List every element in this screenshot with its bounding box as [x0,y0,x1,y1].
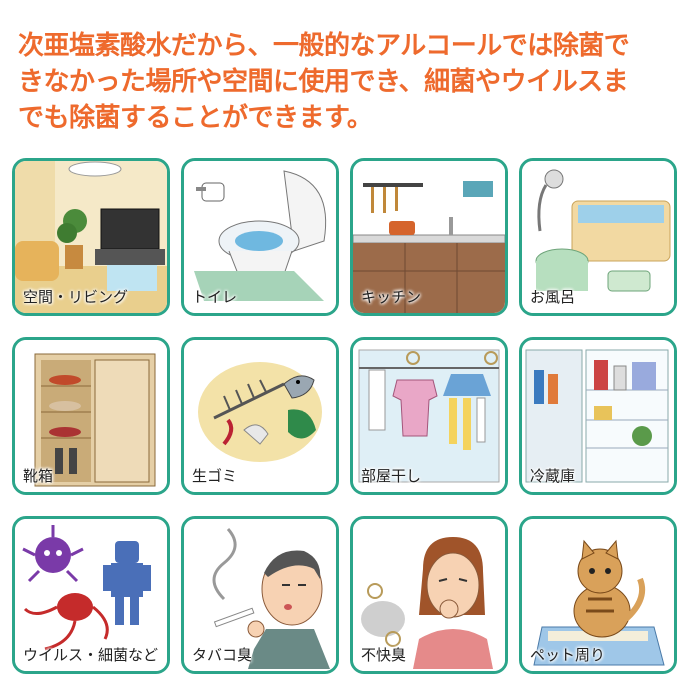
living-room-icon [15,161,167,313]
indoor-laundry-icon [353,340,505,492]
tile-shoe-cabinet: 靴箱 [12,337,170,495]
headline: 次亜塩素酸水だから、一般的なアルコールでは除菌で きなかった場所や空間に使用でき… [18,28,686,136]
tile-cigarette-smell: タバコ臭 [181,516,339,674]
cigarette-smell-icon [184,519,336,671]
headline-line-3: でも除菌することができます。 [18,103,373,133]
tile-indoor-laundry: 部屋干し [350,337,508,495]
tile-label: 生ゴミ [192,467,238,485]
toilet-icon [184,161,336,313]
tile-bad-odor: 不快臭 [350,516,508,674]
tile-food-waste: 生ゴミ [181,337,339,495]
tile-label: お風呂 [530,288,576,306]
tile-label: トイレ [192,288,238,306]
tile-label: ウイルス・細菌など [23,646,159,664]
headline-line-1: 次亜塩素酸水だから、一般的なアルコールでは除菌で [18,31,630,61]
food-waste-icon [184,340,336,492]
tile-label: 冷蔵庫 [530,467,576,485]
tile-label: 空間・リビング [23,288,129,306]
tile-label: 部屋干し [361,467,422,485]
kitchen-icon [353,161,505,313]
tile-pet-area: ペット周り [519,516,677,674]
germs-icon [15,519,167,671]
tile-label: 不快臭 [361,646,407,664]
bath-icon [522,161,674,313]
shoe-cabinet-icon [15,340,167,492]
tile-label: タバコ臭 [192,646,253,664]
refrigerator-icon [522,340,674,492]
tile-living-room: 空間・リビング [12,158,170,316]
tile-toilet: トイレ [181,158,339,316]
tile-label: 靴箱 [23,467,54,485]
usage-grid: 空間・リビング トイレ [12,158,677,674]
tile-bath: お風呂 [519,158,677,316]
pet-area-icon [522,519,674,671]
tile-kitchen: キッチン [350,158,508,316]
bad-odor-icon [353,519,505,671]
tile-label: キッチン [361,288,422,306]
headline-line-2: きなかった場所や空間に使用でき、細菌やウイルスま [18,67,629,97]
tile-label: ペット周り [530,646,606,664]
tile-refrigerator: 冷蔵庫 [519,337,677,495]
tile-germs: ウイルス・細菌など [12,516,170,674]
